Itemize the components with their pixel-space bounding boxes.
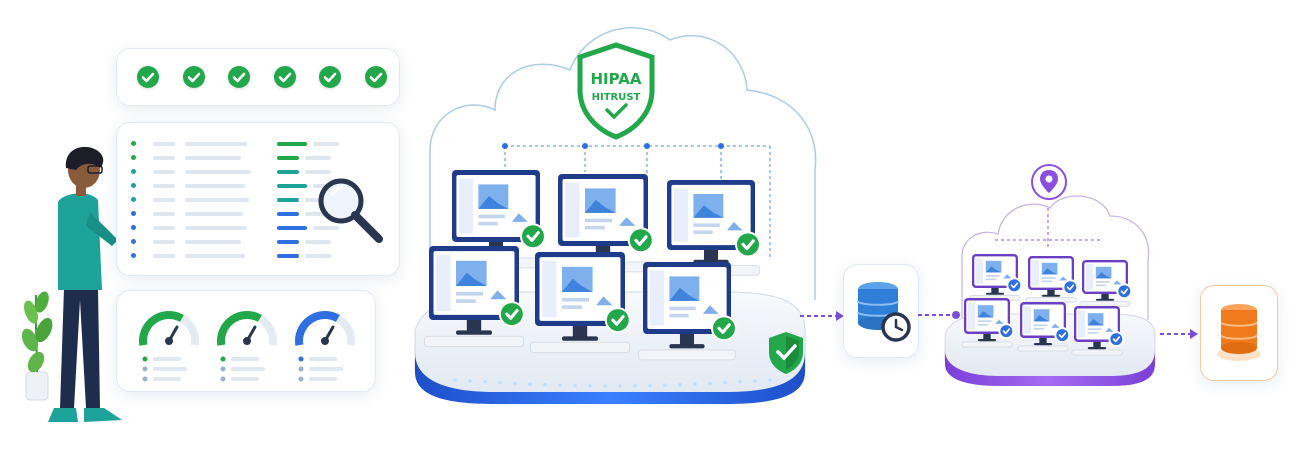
monitor-icon xyxy=(530,252,631,354)
value-bar xyxy=(277,170,299,174)
monitoring-list-panel xyxy=(116,122,400,276)
check-circle-icon xyxy=(319,66,341,88)
potted-plant-icon xyxy=(21,291,53,401)
flow-arrow-backup xyxy=(800,311,844,321)
value-bar xyxy=(277,212,299,216)
label-bar xyxy=(153,212,175,216)
archive-database-panel xyxy=(1200,285,1278,381)
label-bar xyxy=(153,142,175,146)
list-item xyxy=(131,151,381,165)
label-bar xyxy=(185,184,245,188)
label-bar xyxy=(185,226,247,230)
label-bar xyxy=(185,212,243,216)
label-bar xyxy=(185,156,241,160)
value-bar xyxy=(277,156,299,160)
monitor-icon xyxy=(447,170,546,269)
status-dot xyxy=(131,211,136,216)
monitor-icon xyxy=(1071,306,1125,356)
value-bar xyxy=(277,254,299,258)
check-circle-icon xyxy=(273,66,296,88)
label-bar xyxy=(305,170,331,174)
status-dot xyxy=(131,197,136,202)
status-dot xyxy=(131,239,136,244)
monitor-icon xyxy=(638,262,737,361)
backup-database-panel xyxy=(843,264,919,358)
shield-check-icon xyxy=(769,332,803,374)
label-bar xyxy=(305,240,331,244)
label-bar xyxy=(153,240,175,244)
database-clock-icon xyxy=(857,282,911,342)
monitor-icon xyxy=(961,298,1015,348)
label-bar xyxy=(313,226,339,230)
compliance-checklist-panel xyxy=(116,48,400,106)
value-bar xyxy=(277,142,307,146)
monitor-icon xyxy=(969,254,1023,301)
list-item xyxy=(131,249,381,263)
performance-gauges-panel xyxy=(116,290,376,392)
list-item xyxy=(131,193,381,207)
shield-line1: HIPAA xyxy=(591,70,642,88)
label-bar xyxy=(305,212,331,216)
monitor-icon xyxy=(553,174,654,273)
value-bar xyxy=(277,226,307,230)
status-dot xyxy=(131,225,136,230)
label-bar xyxy=(185,170,251,174)
label-bar xyxy=(185,254,245,258)
check-circle-icon xyxy=(137,66,159,88)
compliance-shield-icon: HIPAA HITRUST xyxy=(577,42,655,140)
label-bar xyxy=(153,156,175,160)
gauge-icon xyxy=(217,311,277,382)
label-bar xyxy=(185,142,247,146)
label-bar xyxy=(153,254,175,258)
status-dot xyxy=(131,155,136,160)
disaster-recovery-cloud xyxy=(944,195,1156,386)
status-dot xyxy=(131,169,136,174)
value-bar xyxy=(277,240,299,244)
list-item xyxy=(131,207,381,221)
label-bar xyxy=(153,184,175,188)
gauge-icon xyxy=(139,311,199,382)
label-bar xyxy=(153,226,175,230)
value-bar xyxy=(277,198,299,202)
label-bar xyxy=(313,142,339,146)
magnifying-glass-icon xyxy=(318,178,383,243)
primary-cloud xyxy=(414,27,817,404)
check-circle-icon xyxy=(364,66,387,88)
check-circle-icon xyxy=(228,66,250,88)
monitor-icon xyxy=(1017,302,1071,352)
value-bar xyxy=(277,184,307,188)
label-bar xyxy=(305,254,331,258)
status-dot xyxy=(131,183,136,188)
list-item xyxy=(131,165,381,179)
label-bar xyxy=(153,170,175,174)
database-icon xyxy=(1217,304,1261,361)
monitor-icon xyxy=(424,246,525,348)
label-bar xyxy=(305,198,331,202)
location-pin-icon xyxy=(1031,164,1067,200)
label-bar xyxy=(185,240,241,244)
monitor-icon xyxy=(1079,260,1133,307)
label-bar xyxy=(185,198,249,202)
label-bar xyxy=(305,156,331,160)
check-circle-icon xyxy=(182,66,205,88)
list-item xyxy=(131,137,381,151)
label-bar xyxy=(153,198,175,202)
list-item xyxy=(131,235,381,249)
flow-arrow-archive xyxy=(1160,329,1198,339)
status-dot xyxy=(131,253,136,258)
monitor-icon xyxy=(1025,256,1079,303)
status-dot xyxy=(131,141,136,146)
flow-arrow-dr xyxy=(918,311,960,319)
gauge-icon xyxy=(295,311,355,382)
shield-line2: HITRUST xyxy=(592,92,641,103)
list-item xyxy=(131,221,381,235)
person-illustration xyxy=(21,146,122,422)
